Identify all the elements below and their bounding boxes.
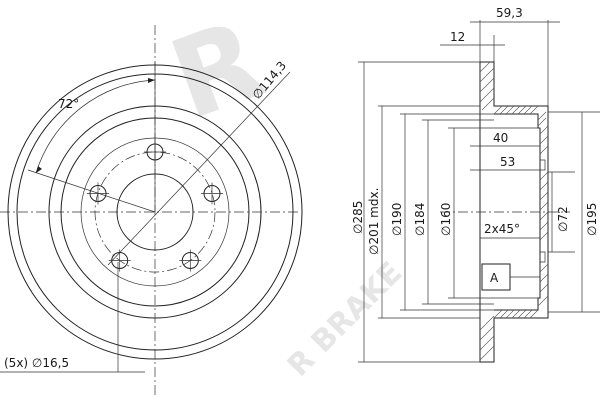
d40-label: 40 <box>493 131 508 145</box>
d195-label: ∅195 <box>585 203 599 236</box>
angle-arrow-tail <box>36 166 42 173</box>
disc-profile <box>440 61 570 363</box>
section-hatching <box>479 61 549 361</box>
angle-arc <box>35 79 156 174</box>
hole-size-label: (5x) ∅16,5 <box>4 356 69 370</box>
front-view: 72° ∅114,3 (5x) ∅16,5 <box>0 25 303 395</box>
pitch-circle <box>94 151 216 273</box>
angle-dimension: 72° <box>27 62 156 213</box>
hole-size-callout: (5x) ∅16,5 <box>0 262 145 373</box>
chamfer-label: 2x45° <box>484 222 520 236</box>
inner-dimensions: 40 53 2x45° <box>470 131 540 239</box>
angle-arrow-head <box>148 78 155 83</box>
min-thickness-label: ∅201 mdx. <box>367 188 381 255</box>
disc-outline <box>479 61 549 363</box>
d190-label: ∅190 <box>390 203 404 236</box>
angle-label: 72° <box>58 97 79 111</box>
vent-notch-lower <box>540 251 546 263</box>
outer-diameter-label: ∅285 <box>351 201 365 234</box>
d72-label: ∅72 <box>556 206 570 232</box>
d184-label: ∅184 <box>413 203 427 236</box>
d160-label: ∅160 <box>439 203 453 236</box>
section-view: 59,3 12 ∅285 ∅201 mdx. ∅190 <box>351 6 600 363</box>
d53-label: 53 <box>500 155 515 169</box>
hat-inner-outline <box>494 113 541 311</box>
disc-thickness-label: 12 <box>450 30 465 44</box>
overall-width-label: 59,3 <box>496 6 523 20</box>
watermark-brand-text: R BRAKE <box>281 255 409 383</box>
pcd-leader-line <box>107 71 291 266</box>
top-dimensions: 59,3 12 <box>440 6 560 108</box>
datum-marker: A <box>481 263 540 291</box>
vertical-dimensions: ∅285 ∅201 mdx. ∅190 ∅184 ∅160 ∅72 <box>351 61 600 363</box>
angle-leg-left <box>27 169 156 213</box>
datum-label: A <box>490 271 499 285</box>
vent-notch-upper <box>540 159 546 171</box>
